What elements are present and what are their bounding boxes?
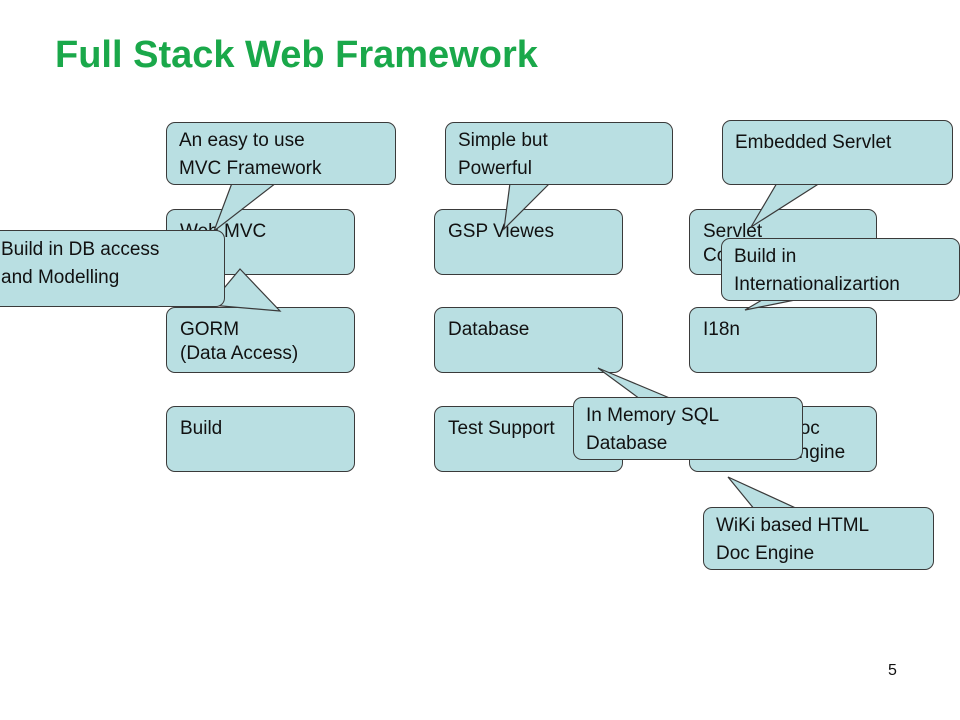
tail-i18n-note	[744, 299, 796, 311]
slide-title: Full Stack Web Framework	[55, 34, 538, 76]
box-gsp-views: GSP Viewes	[434, 209, 623, 275]
callout-db-access: Build in DB access and Modelling	[0, 230, 225, 307]
page-number: 5	[888, 662, 897, 679]
tail-wiki-doc	[727, 476, 801, 511]
callout-mvc-framework: An easy to use MVC Framework	[166, 122, 396, 185]
box-gorm: GORM (Data Access)	[166, 307, 355, 373]
tail-simple-powerful	[503, 182, 552, 231]
callout-embedded-servlet: Embedded Servlet	[722, 120, 953, 185]
callout-in-memory-db: In Memory SQL Database	[573, 397, 803, 460]
tail-mvc-framework	[212, 182, 278, 233]
tail-in-memory-db	[597, 367, 673, 400]
box-i18n: I18n	[689, 307, 877, 373]
box-build: Build	[166, 406, 355, 472]
tail-db-access	[208, 268, 282, 312]
callout-i18n-note: Build in Internationalizartion	[721, 238, 960, 301]
callout-wiki-doc: WiKi based HTML Doc Engine	[703, 507, 934, 570]
callout-simple-powerful: Simple but Powerful	[445, 122, 673, 185]
box-database: Database	[434, 307, 623, 373]
tail-embedded-servlet	[750, 182, 823, 228]
